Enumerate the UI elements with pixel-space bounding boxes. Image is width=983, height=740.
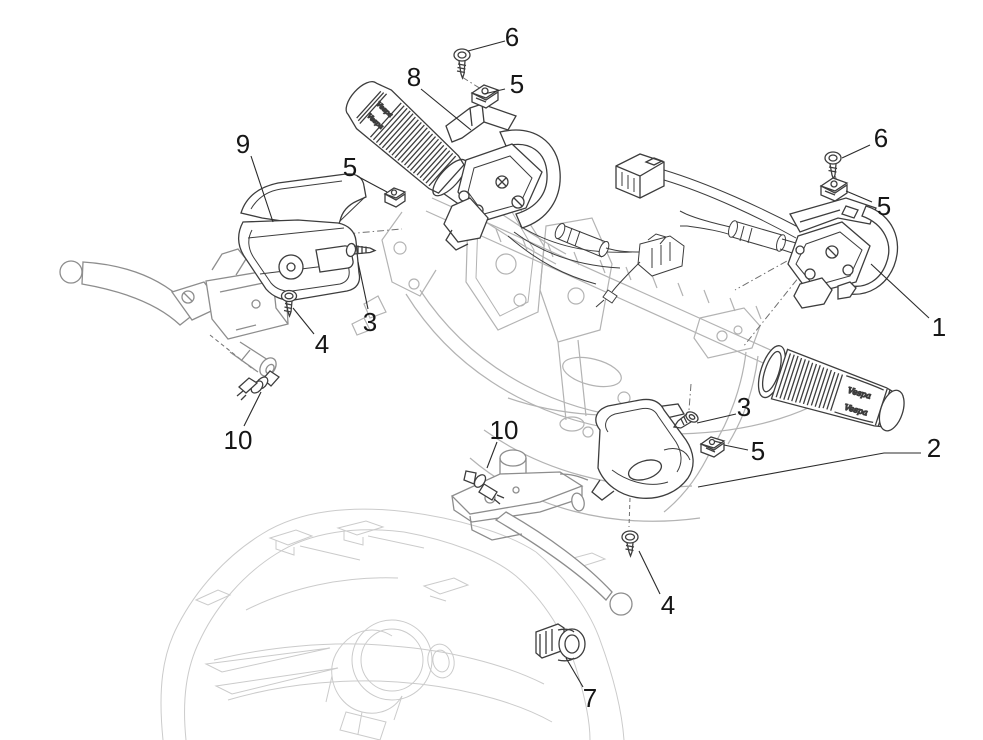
callout-leader-10-10	[244, 392, 261, 426]
callout-leader-10-11	[487, 442, 497, 468]
callout-label-3-8: 3	[363, 307, 377, 337]
callout-leader-1-7	[871, 264, 929, 318]
clip-5-top-left	[472, 85, 498, 108]
callout-label-5-13: 5	[751, 436, 765, 466]
headlight-socket-sketch	[326, 620, 457, 740]
screw-3-right	[674, 410, 700, 428]
callout-label-2-14: 2	[927, 433, 941, 463]
callout-label-6-0: 6	[505, 22, 519, 52]
left-grip: Vespa Vespa	[337, 73, 501, 228]
clip-5-mid-left	[385, 188, 405, 207]
screw-6-top	[454, 49, 470, 78]
mode-button-switch	[536, 624, 585, 661]
screw-4-left	[282, 291, 297, 317]
right-harness-wires	[680, 211, 822, 262]
callout-leader-2-14	[698, 453, 921, 487]
screw-4-right	[622, 531, 638, 556]
right-cover	[592, 399, 693, 500]
callout-label-3-12: 3	[737, 392, 751, 422]
callout-label-5-2: 5	[510, 69, 524, 99]
right-grip: Vespa Vespa	[753, 343, 910, 440]
callout-leader-6-0	[468, 41, 505, 51]
brake-stop-switch-center	[464, 471, 504, 504]
callout-label-6-5: 6	[874, 123, 888, 153]
clip-5-right	[821, 178, 847, 201]
harness-connector-top	[616, 154, 800, 238]
brake-stop-switch-left	[237, 371, 279, 400]
clip-5-right-mid	[701, 437, 724, 457]
callout-label-5-4: 5	[343, 152, 357, 182]
screw-6-right	[825, 152, 841, 179]
left-switch-assembly	[444, 104, 560, 250]
callout-leader-9-3	[251, 156, 273, 222]
callout-label-10-10: 10	[224, 425, 253, 455]
callout-leader-8-1	[421, 89, 471, 130]
screw-3-left	[346, 243, 375, 257]
callout-label-9-3: 9	[236, 129, 250, 159]
callout-label-1-7: 1	[932, 312, 946, 342]
left-switch-harness	[508, 222, 684, 307]
callout-leader-5-13	[724, 445, 748, 450]
callout-leader-3-12	[697, 414, 736, 423]
callout-label-8-1: 8	[407, 62, 421, 92]
callout-leader-5-6	[846, 191, 872, 202]
callout-label-4-15: 4	[661, 590, 675, 620]
right-switch-assembly	[788, 198, 898, 308]
callout-leader-4-9	[293, 308, 314, 334]
callout-leader-3-8	[358, 262, 368, 309]
left-cover	[239, 174, 366, 300]
callout-leader-5-2	[484, 89, 505, 94]
callout-label-4-9: 4	[315, 329, 329, 359]
callout-leader-6-5	[842, 145, 870, 158]
callout-label-7-16: 7	[583, 683, 597, 713]
callout-leader-4-15	[639, 551, 660, 594]
front-fairing-sketch	[161, 509, 624, 740]
callout-label-10-11: 10	[490, 415, 519, 445]
callout-leader-5-4	[357, 176, 387, 192]
callout-label-5-6: 5	[877, 191, 891, 221]
callout-leader-7-16	[566, 658, 583, 687]
